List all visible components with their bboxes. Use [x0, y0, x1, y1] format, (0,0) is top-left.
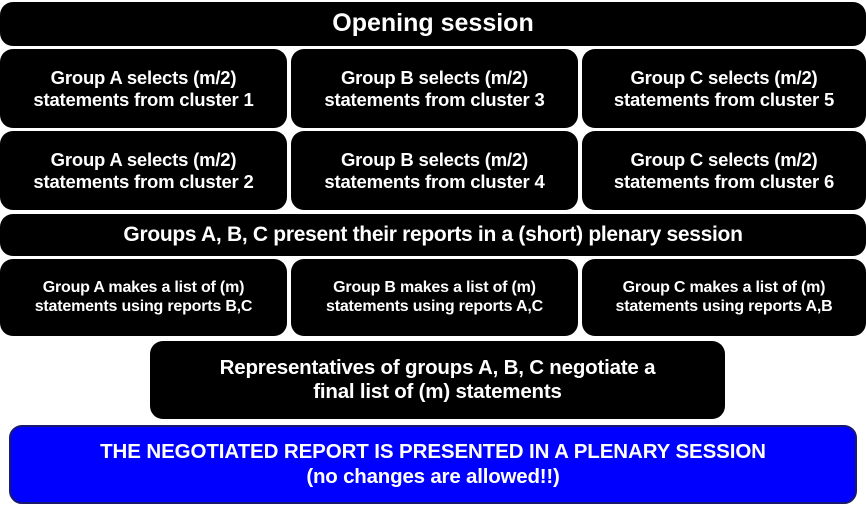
select-box-text-wrap: Group B selects (m/2) statements from cl… [297, 149, 572, 193]
report-box-line-1: Group A makes a list of (m) [42, 278, 245, 296]
select-box-text-wrap: Group C selects (m/2) statements from cl… [588, 67, 860, 111]
report-box-group-a: Group A makes a list of (m) statements u… [0, 259, 287, 336]
report-box-text-wrap: Group A makes a list of (m) statements u… [6, 279, 281, 317]
report-box-line-2: statements using reports A,C [326, 297, 543, 315]
report-box-line-1: Group B makes a list of (m) [333, 278, 536, 296]
negotiation-text-wrap: Representatives of groups A, B, C negoti… [156, 356, 719, 404]
report-box-text-wrap: Group C makes a list of (m) statements u… [588, 279, 860, 317]
select-box-line-2: statements from cluster 3 [324, 88, 545, 110]
report-box-line-2: statements using reports B,C [34, 297, 253, 315]
select-box-group-c-cluster-5: Group C selects (m/2) statements from cl… [582, 49, 866, 128]
select-box-line-1: Group A selects (m/2) [50, 148, 237, 170]
select-box-line-2: statements from cluster 1 [33, 88, 254, 110]
select-box-line-1: Group B selects (m/2) [340, 66, 528, 88]
report-box-group-c: Group C makes a list of (m) statements u… [582, 259, 866, 336]
plenary-reports-bar: Groups A, B, C present their reports in … [0, 214, 866, 256]
select-box-text-wrap: Group C selects (m/2) statements from cl… [588, 149, 860, 193]
select-box-group-b-cluster-4: Group B selects (m/2) statements from cl… [291, 131, 578, 210]
select-box-line-1: Group C selects (m/2) [630, 148, 818, 170]
report-box-line-1: Group C makes a list of (m) [622, 278, 826, 296]
negotiation-box: Representatives of groups A, B, C negoti… [150, 341, 725, 419]
report-box-line-2: statements using reports A,B [615, 297, 833, 315]
select-box-line-2: statements from cluster 6 [613, 170, 835, 192]
select-box-group-c-cluster-6: Group C selects (m/2) statements from cl… [582, 131, 866, 210]
select-box-line-2: statements from cluster 2 [33, 170, 254, 192]
final-report-banner: THE NEGOTIATED REPORT IS PRESENTED IN A … [9, 425, 857, 504]
plenary-reports-label: Groups A, B, C present their reports in … [123, 222, 743, 246]
select-box-text-wrap: Group A selects (m/2) statements from cl… [6, 67, 281, 111]
select-box-group-a-cluster-1: Group A selects (m/2) statements from cl… [0, 49, 287, 128]
report-box-text-wrap: Group B makes a list of (m) statements u… [297, 279, 572, 317]
select-box-group-b-cluster-3: Group B selects (m/2) statements from cl… [291, 49, 578, 128]
select-box-group-a-cluster-2: Group A selects (m/2) statements from cl… [0, 131, 287, 210]
opening-session-label-wrap: Opening session [6, 9, 860, 39]
select-box-line-1: Group B selects (m/2) [340, 148, 528, 170]
select-box-line-2: statements from cluster 4 [324, 170, 545, 192]
select-box-line-1: Group A selects (m/2) [50, 66, 237, 88]
select-box-line-2: statements from cluster 5 [613, 88, 835, 110]
select-box-line-1: Group C selects (m/2) [630, 66, 818, 88]
plenary-reports-label-wrap: Groups A, B, C present their reports in … [6, 223, 860, 248]
final-report-text-wrap: THE NEGOTIATED REPORT IS PRESENTED IN A … [17, 440, 849, 488]
final-report-line-2: (no changes are allowed!!) [306, 464, 560, 488]
negotiation-line-2: final list of (m) statements [313, 380, 562, 403]
opening-session-label: Opening session [332, 9, 534, 38]
negotiation-line-1: Representatives of groups A, B, C negoti… [219, 355, 656, 379]
opening-session-header: Opening session [0, 2, 866, 46]
select-box-text-wrap: Group B selects (m/2) statements from cl… [297, 67, 572, 111]
report-box-group-b: Group B makes a list of (m) statements u… [291, 259, 578, 336]
final-report-line-1: THE NEGOTIATED REPORT IS PRESENTED IN A … [100, 440, 766, 464]
select-box-text-wrap: Group A selects (m/2) statements from cl… [6, 149, 281, 193]
